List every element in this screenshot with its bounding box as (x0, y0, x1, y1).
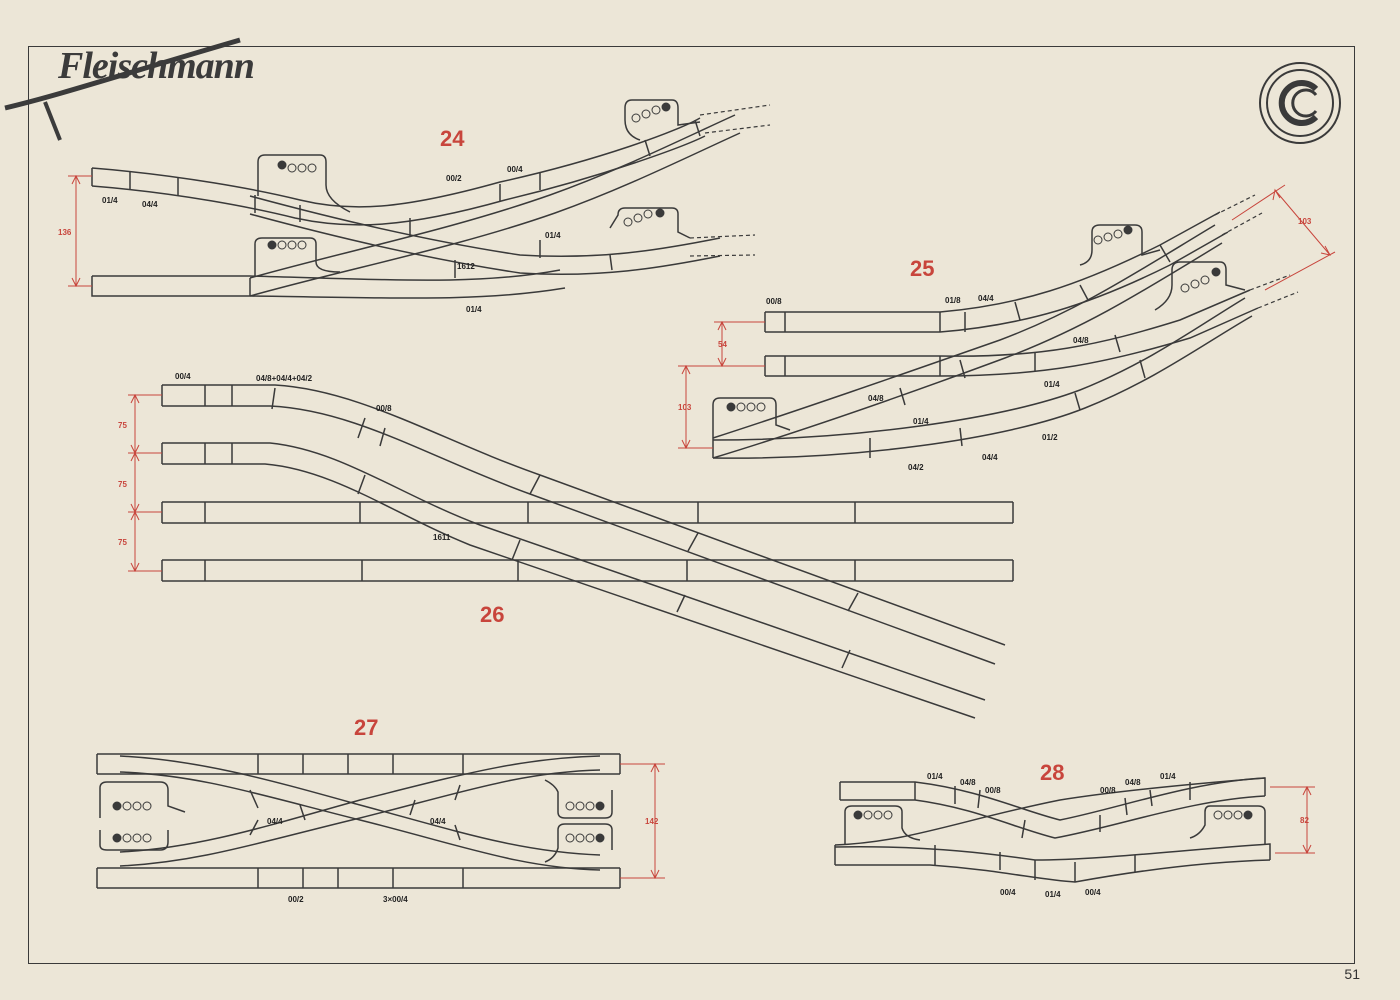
page-number: 51 (1344, 966, 1360, 982)
diagram-28-number: 28 (1040, 760, 1064, 785)
diagram-24-label: 01/4 (545, 231, 561, 240)
diagram-28-label: 00/4 (1000, 888, 1016, 897)
diagram-27 (96, 753, 665, 889)
c-circle-icon (1259, 62, 1341, 144)
diagram-26-dimension: 75 (118, 421, 127, 430)
diagram-25-label: 00/8 (766, 297, 782, 306)
diagram-24-label: 04/4 (142, 200, 158, 209)
diagram-24-dimension: 136 (58, 228, 72, 237)
diagram-25 (678, 184, 1336, 459)
diagram-28-label: 04/8 (1125, 778, 1141, 787)
diagram-26-dimension: 75 (118, 480, 127, 489)
diagram-25-label: 01/4 (913, 417, 929, 426)
diagram-24-label: 00/2 (446, 174, 462, 183)
diagram-25-label: 01/8 (945, 296, 961, 305)
diagram-25-number: 25 (910, 256, 934, 281)
diagram-27-label: 04/4 (267, 817, 283, 826)
diagram-24-label: 01/4 (466, 305, 482, 314)
diagram-28-label: 01/4 (927, 772, 943, 781)
diagram-24-label: 00/4 (507, 165, 523, 174)
diagram-26-label: 00/4 (175, 372, 191, 381)
diagram-25-label: 04/4 (982, 453, 998, 462)
diagram-28-label: 04/8 (960, 778, 976, 787)
diagram-25-dimension: 103 (1298, 217, 1312, 226)
diagram-25-label: 04/2 (908, 463, 924, 472)
diagram-24-label: 01/4 (102, 196, 118, 205)
diagram-26-label: 04/8+04/4+04/2 (256, 374, 313, 383)
diagram-26-label: 00/8 (376, 404, 392, 413)
diagram-27-number: 27 (354, 715, 378, 740)
diagram-27-label: 00/2 (288, 895, 304, 904)
diagram-28 (834, 777, 1315, 883)
diagram-28-dimension: 82 (1300, 816, 1309, 825)
diagram-25-label: 04/4 (978, 294, 994, 303)
diagram-25-label: 01/4 (1044, 380, 1060, 389)
diagram-28-label: 00/8 (1100, 786, 1116, 795)
diagram-28-label: 00/8 (985, 786, 1001, 795)
diagram-26 (128, 384, 1014, 719)
diagram-28-label: 00/4 (1085, 888, 1101, 897)
diagram-26-number: 26 (480, 602, 504, 627)
diagram-26-label: 1611 (433, 533, 451, 542)
diagram-25-dimension: 54 (718, 340, 727, 349)
page-frame (28, 46, 1355, 964)
diagram-25-label: 04/8 (1073, 336, 1089, 345)
diagram-28-label: 01/4 (1160, 772, 1176, 781)
diagram-27-label: 3×00/4 (383, 895, 408, 904)
diagram-27-label: 04/4 (430, 817, 446, 826)
diagram-28-label: 01/4 (1045, 890, 1061, 899)
diagram-25-label: 04/8 (868, 394, 884, 403)
brand-swoosh-icon (4, 37, 241, 141)
diagram-24-label: 1612 (457, 262, 475, 271)
diagram-25-label: 01/2 (1042, 433, 1058, 442)
diagram-25-dimension: 103 (678, 403, 692, 412)
diagram-24-number: 24 (440, 126, 465, 151)
diagram-26-dimension: 75 (118, 538, 127, 547)
diagram-27-dimension: 142 (645, 817, 659, 826)
diagram-24 (68, 99, 771, 299)
